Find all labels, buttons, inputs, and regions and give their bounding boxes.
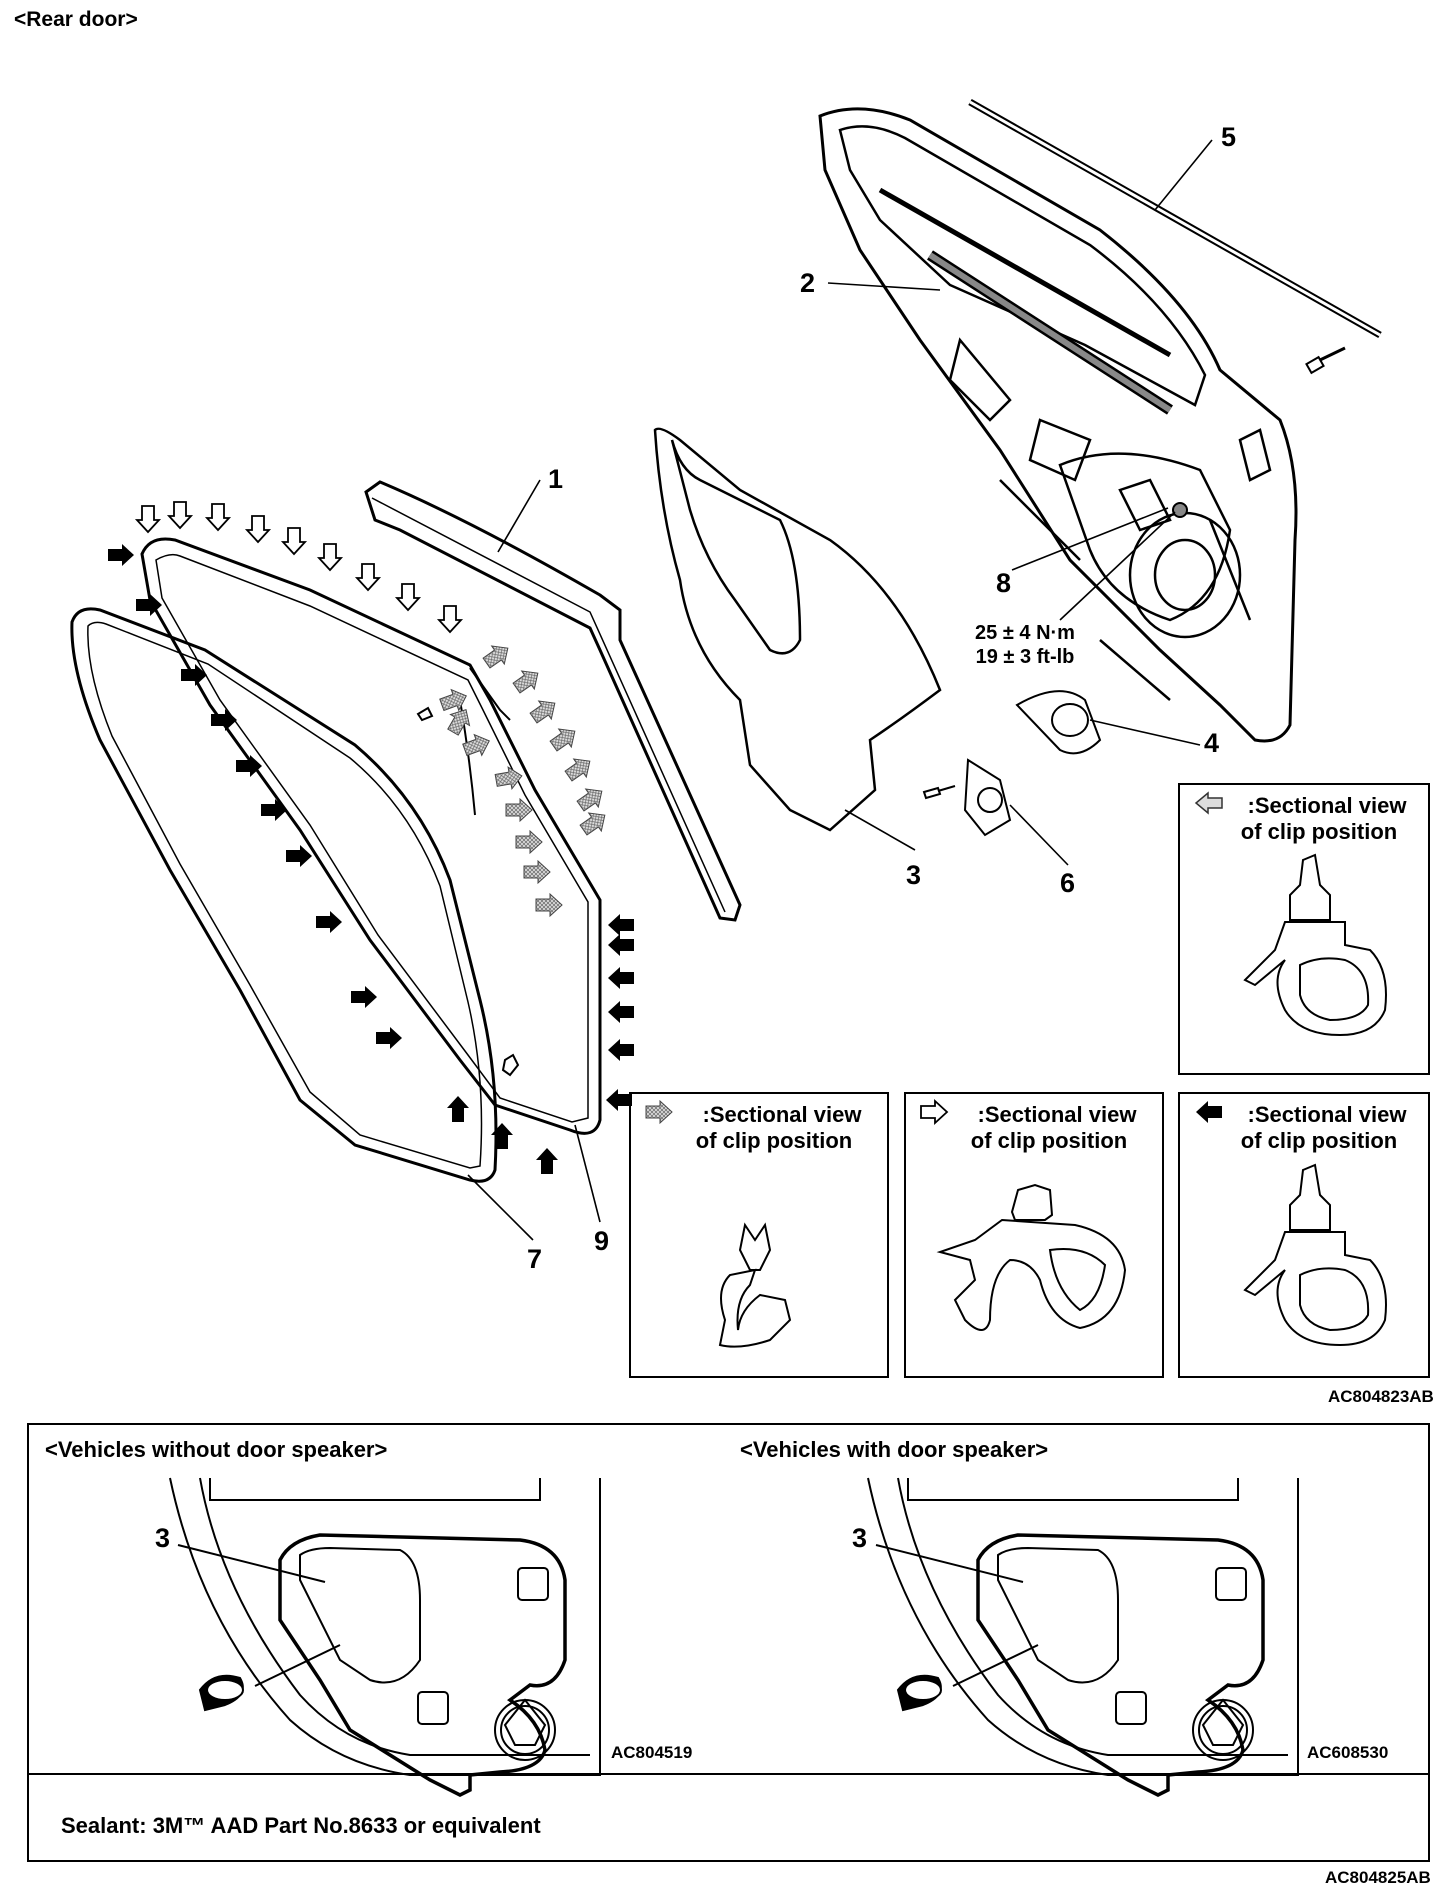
callout-3: 3 <box>906 860 922 890</box>
black-arrows <box>108 544 634 1174</box>
figure-code-main: AC804823AB <box>1328 1387 1434 1406</box>
door-weatherstrip <box>70 607 498 1183</box>
inset-label-line1: :Sectional view <box>1247 1102 1407 1127</box>
right-callout-3: 3 <box>852 1523 868 1553</box>
inset-label-line2: of clip position <box>1240 819 1398 844</box>
door-without-speaker <box>169 1477 601 1797</box>
clip-section-hatched <box>718 1222 792 1348</box>
right-variant-title: <Vehicles with door speaker> <box>740 1437 1049 1462</box>
torque-metric: 25 ± 4 N·m <box>975 622 1075 644</box>
fasteners <box>416 502 1188 1077</box>
callout-8: 8 <box>996 568 1012 598</box>
callout-6: 6 <box>1060 868 1076 898</box>
white-arrows <box>136 501 462 633</box>
inset-label-line2: of clip position <box>695 1128 853 1153</box>
left-callout-3: 3 <box>155 1523 171 1553</box>
callout-1: 1 <box>548 464 564 494</box>
torque-imperial: 19 ± 3 ft-lb <box>975 646 1075 668</box>
window-seal <box>364 480 742 922</box>
right-figure-code: AC608530 <box>1307 1743 1389 1762</box>
callout-5: 5 <box>1221 122 1237 152</box>
leader-lines <box>467 139 1213 1241</box>
left-figure-code: AC804519 <box>611 1743 693 1762</box>
opening-weatherstrip <box>140 537 602 1135</box>
speaker-variants-box: <Vehicles without door speaker> <Vehicle… <box>27 1423 1430 1862</box>
diagram-title: <Rear door> <box>14 8 138 31</box>
sealant-note: Sealant: 3M™ AAD Part No.8633 or equival… <box>61 1813 541 1838</box>
clip-section-gray <box>1243 853 1387 1037</box>
callout-2: 2 <box>800 268 816 298</box>
waterproof-film <box>653 427 942 832</box>
door-with-speaker <box>867 1477 1299 1797</box>
inset-label-line1: :Sectional view <box>977 1102 1137 1127</box>
inset-label-line2: of clip position <box>1240 1128 1398 1153</box>
door-panel <box>818 107 1298 743</box>
belt-molding <box>968 98 1382 375</box>
callout-7: 7 <box>527 1244 543 1274</box>
torque-spec: 25 ± 4 N·m 19 ± 3 ft-lb <box>960 621 1090 669</box>
inset-label-line1: :Sectional view <box>1247 793 1407 818</box>
left-variant-title: <Vehicles without door speaker> <box>45 1437 388 1462</box>
inset-legend-arrows <box>645 792 1223 1124</box>
callout-8-or-9: 9 <box>594 1226 610 1256</box>
clip-section-black <box>1243 1163 1387 1347</box>
figure-code-bottom: AC804825AB <box>1325 1868 1431 1887</box>
inset-label-line2: of clip position <box>970 1128 1128 1153</box>
clip-section-white <box>936 1183 1127 1331</box>
callout-4: 4 <box>1204 728 1220 758</box>
inset-label-line1: :Sectional view <box>702 1102 862 1127</box>
divider <box>29 1773 1428 1775</box>
